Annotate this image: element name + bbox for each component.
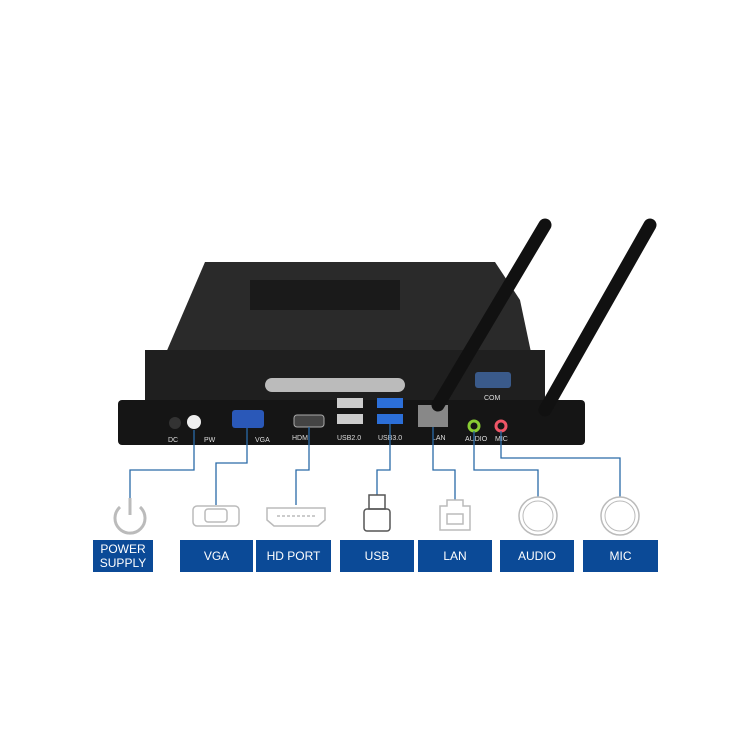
marking-vga: VGA bbox=[255, 437, 270, 444]
marking-usb2: USB2.0 bbox=[337, 435, 361, 442]
marking-lan: LAN bbox=[432, 435, 446, 442]
dc-port bbox=[169, 417, 181, 429]
marking-hdmi: HDMI bbox=[292, 435, 310, 442]
label-power-supply: POWER SUPPLY bbox=[93, 540, 153, 572]
label-vga: VGA bbox=[180, 540, 253, 572]
usb2-port bbox=[337, 414, 363, 424]
label-audio: AUDIO bbox=[500, 540, 574, 572]
label-lan: LAN bbox=[418, 540, 492, 572]
marking-dc: DC bbox=[168, 437, 178, 444]
marking-pw: PW bbox=[204, 437, 216, 444]
label-mic: MIC bbox=[583, 540, 658, 572]
usb2-port bbox=[337, 398, 363, 408]
marking-com: COM bbox=[484, 395, 501, 402]
hdmi-port-icon bbox=[266, 507, 326, 527]
power-button bbox=[187, 415, 201, 429]
vga-port-icon bbox=[192, 505, 240, 527]
usb-plug-icon bbox=[363, 494, 391, 532]
vent-grille bbox=[250, 280, 400, 310]
marking-audio: AUDIO bbox=[465, 436, 488, 443]
lan-port-icon bbox=[439, 499, 471, 531]
connector-lines bbox=[129, 424, 621, 505]
com-port bbox=[475, 372, 511, 388]
usb3-port bbox=[377, 398, 403, 408]
handle bbox=[265, 378, 405, 392]
antenna-right bbox=[538, 218, 657, 417]
power-icon bbox=[113, 498, 147, 535]
audio-jack-icon bbox=[518, 496, 558, 536]
usb3-port bbox=[377, 414, 403, 424]
hdmi-port bbox=[293, 414, 325, 428]
label-hd-port: HD PORT bbox=[256, 540, 331, 572]
vga-port bbox=[232, 410, 264, 428]
antenna-left bbox=[431, 218, 552, 412]
label-usb: USB bbox=[340, 540, 414, 572]
mic-jack-icon bbox=[600, 496, 640, 536]
